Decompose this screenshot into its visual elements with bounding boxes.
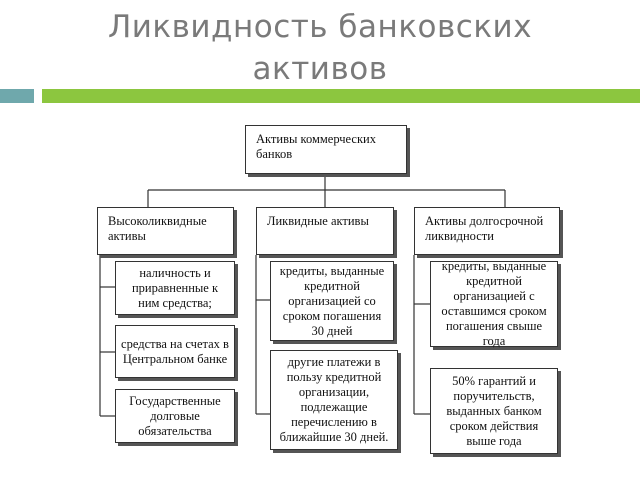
asset-item-label: Государственные долговые обязательства bbox=[129, 393, 221, 438]
asset-item-long-loans: кредиты, выданные кредитной организацией… bbox=[430, 259, 558, 348]
asset-item-label: кредиты, выданные кредитной организацией… bbox=[279, 263, 385, 338]
asset-item-cash: наличность и приравненные к ним средства… bbox=[115, 261, 235, 315]
asset-item-label: наличность и приравненные к ним средства… bbox=[131, 265, 219, 310]
asset-item-label: другие платежи в пользу кредитной органи… bbox=[279, 355, 389, 444]
category-box-long-term: Активы долгосрочной ликвидности bbox=[414, 207, 560, 255]
category-box-high-liquidity: Высоколиквидные активы bbox=[97, 207, 234, 255]
asset-item-central-bank-accounts: средства на счетах в Центральном банке bbox=[115, 325, 235, 378]
category-label: Высоколиквидные активы bbox=[108, 214, 207, 243]
asset-item-label: кредиты, выданные кредитной организацией… bbox=[441, 259, 547, 348]
category-label: Активы долгосрочной ликвидности bbox=[425, 214, 544, 243]
asset-item-government-bonds: Государственные долговые обязательства bbox=[115, 389, 235, 443]
asset-item-short-loans: кредиты, выданные кредитной организацией… bbox=[270, 261, 394, 341]
slide-title-line-1: Ликвидность банковских bbox=[107, 9, 533, 45]
asset-item-guarantees: 50% гарантий и поручительств, выданных б… bbox=[430, 368, 558, 454]
root-box: Активы коммерческих банков bbox=[245, 125, 407, 174]
slide-title: Ликвидность банковских активов bbox=[40, 6, 600, 90]
asset-item-label: 50% гарантий и поручительств, выданных б… bbox=[446, 373, 542, 448]
slide-title-line-2: активов bbox=[252, 51, 388, 87]
accent-bar-green bbox=[42, 89, 640, 103]
category-box-liquid: Ликвидные активы bbox=[256, 207, 394, 255]
asset-item-label: средства на счетах в Центральном банке bbox=[121, 336, 229, 366]
category-label: Ликвидные активы bbox=[267, 214, 369, 228]
root-label: Активы коммерческих банков bbox=[256, 132, 376, 161]
accent-bar-teal bbox=[0, 89, 34, 103]
asset-item-payments-30-days: другие платежи в пользу кредитной органи… bbox=[270, 350, 398, 450]
